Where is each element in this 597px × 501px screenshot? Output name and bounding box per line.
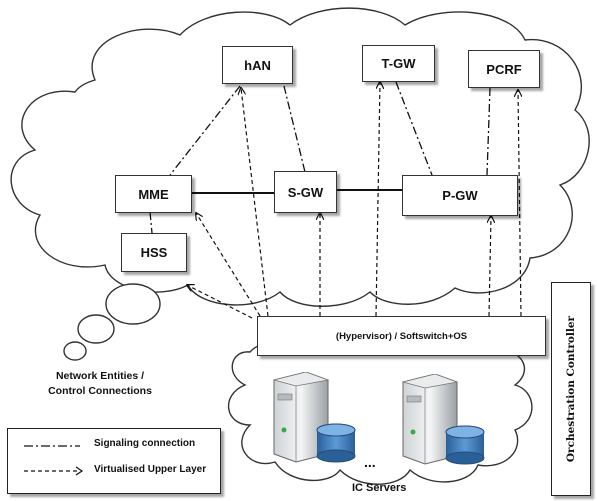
legend-virtualised-label: Virtualised Upper Layer — [94, 464, 207, 475]
cloud-bubble-medium — [77, 314, 115, 344]
legend-signaling-label: Signaling connection — [94, 438, 196, 449]
server-2-icon — [401, 374, 485, 465]
signaling-line-icon — [24, 445, 80, 447]
network-cloud — [10, 7, 590, 307]
node-pcrf: PCRF — [468, 50, 540, 88]
virtualised-arrows — [187, 82, 521, 319]
orchestration-controller-label: Orchestration Controller — [565, 315, 577, 463]
node-tgw: T-GW — [362, 45, 435, 82]
node-sgw: S-GW — [274, 171, 337, 213]
network-entities-line2: Control Connections — [48, 385, 152, 397]
node-hss: HSS — [121, 233, 187, 272]
node-mme: MME — [115, 175, 192, 213]
dashed-arrow-icon — [24, 466, 84, 476]
servers-ellipsis: ... — [364, 454, 376, 470]
signaling-lines — [149, 81, 491, 234]
orchestration-controller: Orchestration Controller — [551, 282, 591, 496]
network-entities-label: Network Entities / Control Connections — [40, 369, 160, 399]
ic-servers-label: IC Servers — [352, 482, 407, 494]
network-entities-line1: Network Entities / — [55, 370, 145, 382]
node-pgw: P-GW — [402, 175, 518, 216]
cloud-bubble-small — [63, 341, 87, 361]
node-han: hAN — [222, 46, 293, 84]
server-1-icon — [272, 372, 356, 463]
legend-virtualised-row: Virtualised Upper Layer — [8, 461, 220, 481]
legend-signaling-row: Signaling connection — [8, 435, 220, 455]
hypervisor-layer: (Hypervisor) / Softswitch+OS — [257, 316, 546, 356]
legend: Signaling connection Virtualised Upper L… — [7, 428, 221, 494]
cloud-bubble-large — [105, 283, 161, 325]
